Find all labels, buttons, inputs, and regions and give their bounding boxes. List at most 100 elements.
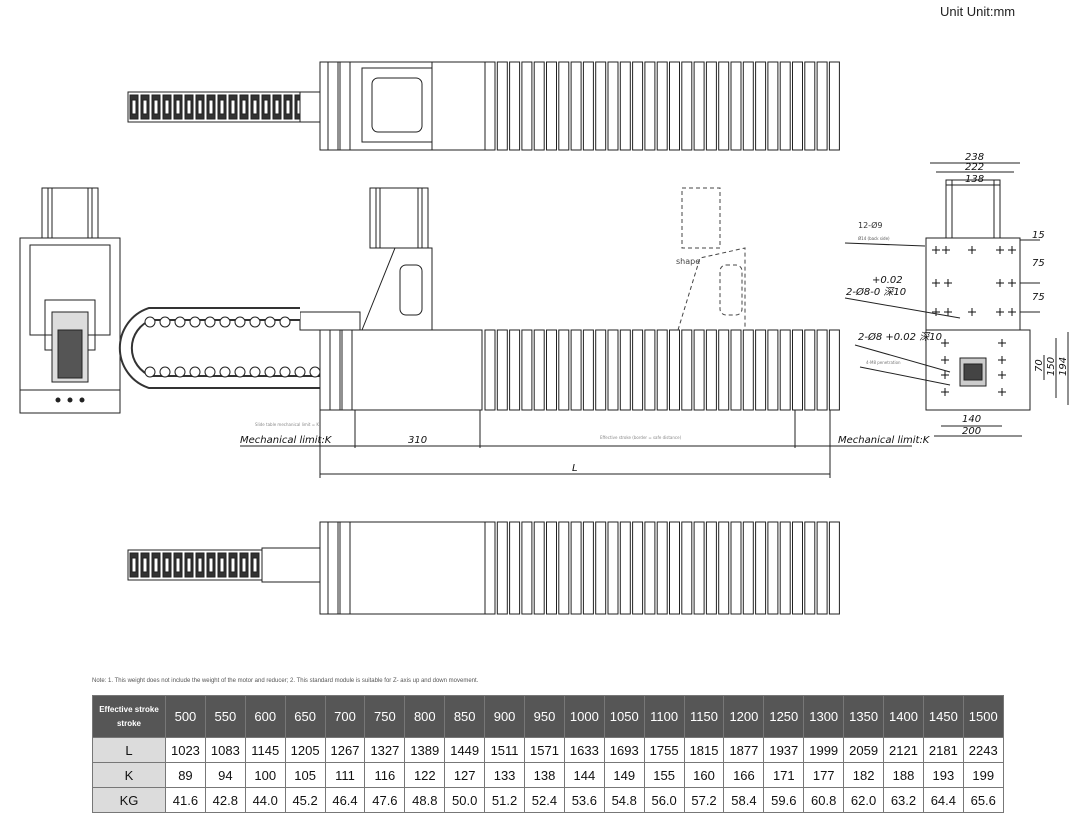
hole-12-label: 12-Ø9 xyxy=(858,220,882,230)
bellows-rib xyxy=(669,61,680,151)
bellows-rib xyxy=(804,521,816,615)
bellows-rib xyxy=(644,521,656,615)
stroke-header: 1300 xyxy=(803,695,845,738)
bellows-rib xyxy=(767,61,779,151)
bellows-rib xyxy=(792,61,803,151)
table-cell: 94 xyxy=(204,762,246,788)
table-cell: 48.8 xyxy=(404,787,446,813)
weight-note: Note: 1. This weight does not include th… xyxy=(92,678,479,684)
slide-note: Slide table mechanical limit = K xyxy=(255,422,319,427)
table-cell: 1449 xyxy=(444,737,486,763)
table-cell: 57.2 xyxy=(683,787,725,813)
bellows-rib xyxy=(656,521,668,615)
table-cell: 122 xyxy=(404,762,446,788)
row-label: K xyxy=(92,762,166,788)
table-cell: 42.8 xyxy=(204,787,246,813)
chain-link xyxy=(219,366,231,378)
stroke-header: 1400 xyxy=(883,695,924,738)
table-cell: 53.6 xyxy=(563,787,605,813)
stroke-header: 1100 xyxy=(643,695,685,738)
bellows-rib xyxy=(718,521,730,615)
bellows-rib xyxy=(656,329,668,411)
stroke-header: 500 xyxy=(165,695,206,738)
bellows-rib xyxy=(521,329,533,411)
bellows-rib xyxy=(644,329,656,411)
chain-link xyxy=(174,316,186,328)
bellows-rib xyxy=(619,61,631,151)
table-cell: 133 xyxy=(484,762,526,788)
bellows-rib xyxy=(509,329,521,411)
bellows-bottom xyxy=(484,521,840,615)
bellows-rib xyxy=(816,329,828,411)
bellows-rib xyxy=(705,61,717,151)
chain-link xyxy=(294,366,306,378)
hole-mark xyxy=(998,388,1006,396)
chain-link xyxy=(234,366,246,378)
bellows-rib xyxy=(558,61,570,151)
end-view-right: 238 222 138 15 75 75 70 150 194 140 200 … xyxy=(844,152,1069,437)
table-cell: 144 xyxy=(563,762,605,788)
bellows-rib xyxy=(533,521,545,615)
chain-link xyxy=(159,316,171,328)
bellows-rib xyxy=(681,329,693,411)
bellows-rib xyxy=(656,61,668,151)
table-cell: 56.0 xyxy=(643,787,685,813)
dim-70: 70 xyxy=(1034,359,1045,372)
row-label: L xyxy=(92,737,166,763)
table-cell: 47.6 xyxy=(364,787,406,813)
chain-link xyxy=(144,366,156,378)
hole-mark xyxy=(932,246,940,254)
chain-link xyxy=(264,316,276,328)
bellows-rib xyxy=(570,329,582,411)
hole-mark xyxy=(944,308,952,316)
table-cell: 188 xyxy=(883,762,924,788)
hole-mark xyxy=(941,356,949,364)
table-cell: 46.4 xyxy=(324,787,366,813)
table-cell: 1999 xyxy=(803,737,845,763)
table-cell: 1877 xyxy=(723,737,765,763)
dim-194: 194 xyxy=(1058,357,1069,376)
bellows-rib xyxy=(828,521,840,615)
bellows-rib xyxy=(804,329,816,411)
table-cell: 1511 xyxy=(484,737,526,763)
chain-link xyxy=(249,316,261,328)
bellows-rib xyxy=(533,61,545,151)
bellows-top xyxy=(484,61,840,151)
dim-238: 238 xyxy=(965,152,984,163)
table-cell: 2121 xyxy=(883,737,924,763)
stroke-header: 900 xyxy=(484,695,526,738)
stroke-header: 950 xyxy=(524,695,565,738)
chain-link xyxy=(189,316,201,328)
table-cell: 127 xyxy=(444,762,486,788)
bellows-rib xyxy=(779,521,791,615)
chain-link xyxy=(159,366,171,378)
table-cell: 116 xyxy=(364,762,406,788)
bellows-rib xyxy=(742,61,754,151)
hole-mark xyxy=(944,279,952,287)
hole-mark xyxy=(996,246,1004,254)
hole-mark xyxy=(1008,308,1016,316)
hole-mark xyxy=(998,371,1006,379)
bellows-rib xyxy=(693,521,705,615)
hole-mark xyxy=(942,246,950,254)
shape-label: shape xyxy=(676,257,700,266)
table-cell: 100 xyxy=(244,762,286,788)
dim-138: 138 xyxy=(965,174,984,185)
header-label-line1: Effective stroke xyxy=(99,704,159,714)
bellows-rib xyxy=(644,61,656,151)
table-cell: 193 xyxy=(922,762,964,788)
header-label-line2: stroke xyxy=(116,718,141,728)
bellows-rib xyxy=(755,61,767,151)
header-label: Effective stroke stroke xyxy=(92,695,166,738)
table-cell: 58.4 xyxy=(723,787,765,813)
technical-drawing: shape Slide table mechanical limit = K E… xyxy=(19,61,1069,615)
cable-chain-top xyxy=(127,91,304,123)
hole-mark xyxy=(1008,279,1016,287)
table-cell: 155 xyxy=(643,762,685,788)
stroke-header: 600 xyxy=(244,695,286,738)
chain-link xyxy=(309,366,321,378)
end-view-left xyxy=(19,187,121,414)
table-cell: 2059 xyxy=(843,737,885,763)
dim-75a: 75 xyxy=(1032,258,1045,269)
bellows-rib xyxy=(619,521,631,615)
